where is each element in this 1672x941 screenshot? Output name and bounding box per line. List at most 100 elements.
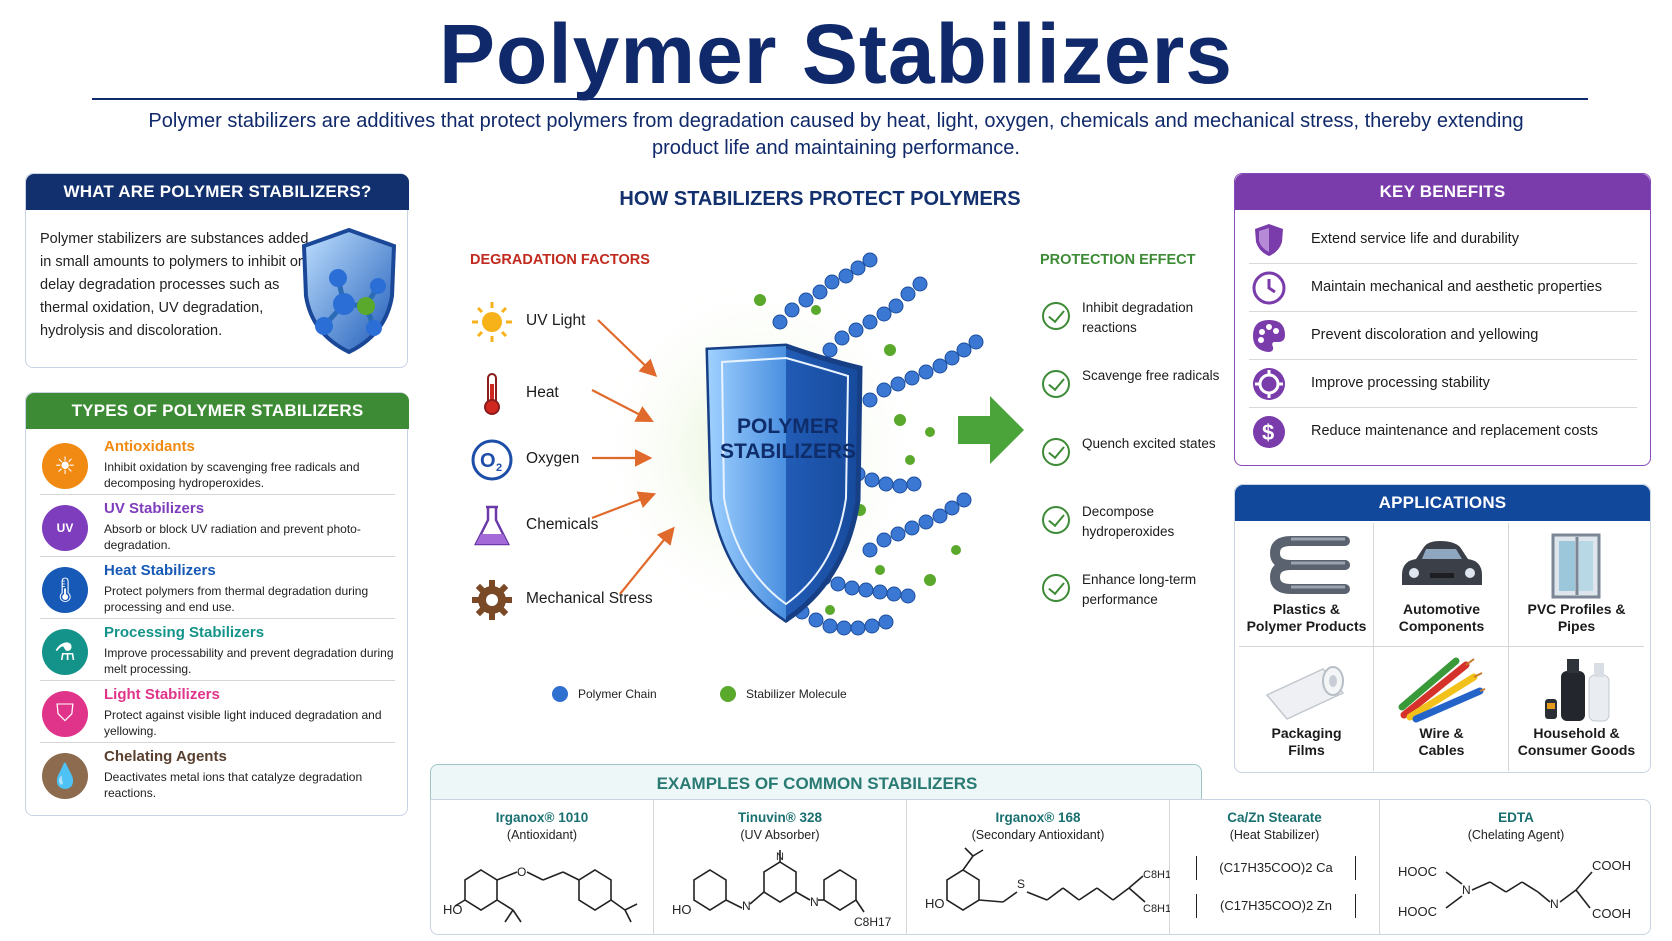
app-label: Plastics &Polymer Products: [1239, 601, 1374, 635]
svg-text:N: N: [1462, 883, 1471, 897]
app-label-line1: Packaging: [1271, 725, 1342, 741]
svg-text:2: 2: [496, 462, 502, 474]
app-pvc: PVC Profiles &Pipes: [1509, 523, 1644, 647]
app-label: Wire &Cables: [1374, 725, 1509, 759]
stabilizer-dot-icon: [720, 686, 736, 702]
effect-decompose: Decompose hydroperoxides: [1042, 502, 1212, 548]
factor-mechanical-stress: Mechanical Stress: [470, 578, 670, 622]
type-desc: Deactivates metal ions that catalyze deg…: [104, 770, 363, 800]
type-name: UV Stabilizers: [104, 500, 205, 517]
how-heading: HOW STABILIZERS PROTECT POLYMERS: [619, 188, 1021, 210]
app-label-line2: Consumer Goods: [1517, 742, 1636, 758]
check-icon: [1042, 370, 1070, 398]
app-label-line2: Polymer Products: [1246, 618, 1367, 634]
types-panel: TYPES OF POLYMER STABILIZERS ☀ Antioxida…: [25, 392, 409, 816]
example-type: (Chelating Agent): [1467, 828, 1565, 842]
shield-label: POLYMER STABILIZERS: [664, 414, 912, 464]
example-ca-zn-stearate: Ca/Zn Stearate (Heat Stabilizer) (C17H35…: [1170, 800, 1380, 934]
example-type: (Antioxidant): [506, 828, 578, 842]
benefit-label: Extend service life and durability: [1311, 231, 1519, 247]
svg-text:HOOC: HOOC: [1398, 904, 1437, 919]
check-icon: [1042, 302, 1070, 330]
svg-text:COOH: COOH: [1592, 906, 1631, 921]
example-name: EDTA: [1498, 810, 1534, 825]
svg-text:HO: HO: [443, 902, 463, 917]
cables-icon: [1398, 657, 1486, 723]
sun-icon: ☀: [42, 443, 88, 489]
protection-heading: PROTECTION EFFECT: [1040, 252, 1196, 268]
what-are-text: Polymer stabilizers are substances added…: [40, 231, 309, 339]
app-label-line1: Automotive: [1403, 601, 1480, 617]
types-heading: TYPES OF POLYMER STABILIZERS: [26, 393, 409, 429]
irganox-1010-structure: HOO: [443, 865, 638, 923]
factor-label: Chemicals: [526, 516, 599, 533]
shield-molecule-icon: [301, 227, 397, 355]
app-household: Household &Consumer Goods: [1509, 647, 1644, 771]
benefit-label: Improve processing stability: [1311, 375, 1490, 391]
flask-icon: ⚗: [42, 629, 88, 675]
type-desc: Protect polymers from thermal degradatio…: [104, 584, 369, 614]
app-label-line2: Pipes: [1557, 618, 1596, 634]
example-type: (UV Absorber): [740, 828, 820, 842]
benefit-label: Prevent discoloration and yellowing: [1311, 327, 1539, 343]
effect-inhibit: Inhibit degradation reactions: [1042, 298, 1212, 344]
effect-label: Inhibit degradation reactions: [1082, 300, 1194, 335]
benefit-item: Maintain mechanical and aesthetic proper…: [1249, 264, 1637, 312]
type-chelating-agents: 💧 Chelating Agents Deactivates metal ion…: [40, 743, 395, 805]
type-light-stabilizers: ⛉ Light Stabilizers Protect against visi…: [40, 681, 395, 743]
svg-text:HO: HO: [672, 902, 692, 917]
benefits-panel: KEY BENEFITS Extend service life and dur…: [1234, 173, 1651, 466]
benefit-label: Reduce maintenance and replacement costs: [1311, 423, 1598, 439]
app-label-line2: Cables: [1418, 742, 1465, 758]
title-divider: [92, 98, 1588, 100]
factor-heat: Heat: [470, 372, 670, 416]
effect-quench: Quench excited states: [1042, 434, 1216, 480]
benefit-item: $ Reduce maintenance and replacement cos…: [1249, 408, 1637, 456]
svg-text:N: N: [810, 895, 819, 909]
car-icon: [1402, 541, 1482, 585]
pipes-icon: [1269, 536, 1350, 594]
irganox-168-structure: HOSC8H17C8H17: [925, 847, 1170, 915]
window-icon: [1551, 533, 1601, 599]
example-type: (Heat Stabilizer): [1229, 828, 1320, 842]
svg-text:$: $: [1262, 420, 1274, 445]
app-label-line2: Films: [1288, 742, 1325, 758]
dollar-icon: $: [1253, 416, 1285, 448]
type-processing-stabilizers: ⚗ Processing Stabilizers Improve process…: [40, 619, 395, 681]
app-label-line1: PVC Profiles &: [1527, 601, 1626, 617]
shield-label-line2: STABILIZERS: [719, 440, 857, 463]
factor-label: Oxygen: [526, 450, 580, 467]
gear-icon: [1253, 368, 1285, 400]
degradation-heading: DEGRADATION FACTORS: [470, 252, 650, 268]
check-icon: [1042, 574, 1070, 602]
benefit-item: Improve processing stability: [1249, 360, 1637, 408]
type-desc: Inhibit oxidation by scavenging free rad…: [104, 460, 360, 490]
app-label-line2: Components: [1398, 618, 1485, 634]
effect-label: Decompose hydroperoxides: [1082, 504, 1175, 539]
thermometer-icon: 🌡: [42, 567, 88, 613]
app-label: Household &Consumer Goods: [1509, 725, 1644, 759]
app-wire: Wire &Cables: [1374, 647, 1509, 771]
example-name: Irganox® 1010: [495, 810, 589, 825]
examples-heading: EXAMPLES OF COMMON STABILIZERS: [656, 774, 978, 793]
svg-text:C8H17: C8H17: [854, 915, 892, 929]
type-desc: Protect against visible light induced de…: [104, 708, 382, 738]
flask-icon: [473, 505, 511, 546]
example-name: Irganox® 168: [995, 810, 1081, 825]
page-subtitle: Polymer stabilizers are additives that p…: [148, 110, 1524, 159]
svg-text:O: O: [480, 450, 496, 472]
type-name: Processing Stabilizers: [104, 624, 265, 641]
shield-icon: [1255, 224, 1283, 256]
applications-panel: APPLICATIONS Plastics &Polymer Products …: [1234, 484, 1651, 773]
type-uv-stabilizers: UV UV Stabilizers Absorb or block UV rad…: [40, 495, 395, 557]
bottles-icon: [1545, 659, 1610, 722]
